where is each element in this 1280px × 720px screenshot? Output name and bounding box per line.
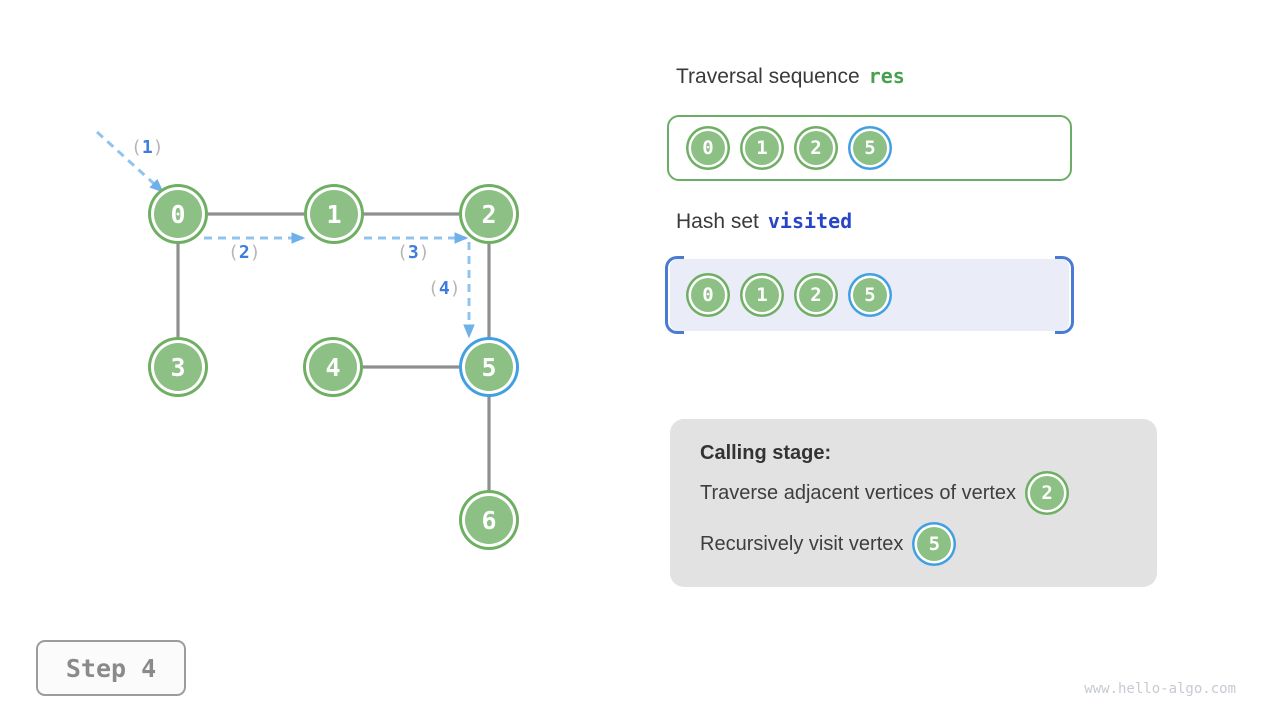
visited-panel-title: Hash set visited (676, 209, 852, 234)
vertex-circle-5: 5 (917, 527, 952, 561)
step-badge: Step 4 (36, 640, 186, 696)
calling-line-1-text: Traverse adjacent vertices of vertex (700, 481, 1017, 504)
right-bracket-icon (1055, 256, 1074, 334)
graph-node-1: 1 (310, 190, 358, 238)
calling-stage-title: Calling stage: (700, 442, 832, 464)
vertex-circle-0: 0 (691, 278, 725, 312)
left-bracket-icon (665, 256, 684, 334)
visited-title-text: Hash set (676, 210, 759, 233)
arrow-label-2: (2) (228, 242, 261, 263)
calling-line-2-text: Recursively visit vertex (700, 532, 904, 555)
arrow-label-3: (3) (397, 242, 430, 263)
graph-node-5: 5 (465, 343, 513, 391)
graph-node-0: 0 (154, 190, 202, 238)
vertex-circle-5: 5 (853, 278, 887, 312)
vertex-circle-0: 0 (691, 131, 725, 165)
graph-node-2: 2 (465, 190, 513, 238)
vertex-circle-2: 2 (799, 278, 833, 312)
visited-code-label: visited (767, 209, 853, 233)
res-code-label: res (868, 64, 905, 88)
vertex-circle-2: 2 (1030, 476, 1065, 510)
watermark: www.hello-algo.com (1084, 681, 1236, 697)
graph-node-3: 3 (154, 343, 202, 391)
arrow-label-1: (1) (131, 137, 164, 158)
vertex-circle-1: 1 (745, 131, 779, 165)
arrow-label-4: (4) (428, 278, 461, 299)
calling-line-2-vertex: 5 (917, 527, 952, 561)
calling-line-1: Traverse adjacent vertices of vertex 2 (700, 470, 1127, 516)
vertex-circle-5: 5 (853, 131, 887, 165)
res-panel-title: Traversal sequence res (676, 64, 905, 89)
calling-stage-panel: Calling stage: Traverse adjacent vertice… (670, 419, 1157, 587)
vertex-circle-2: 2 (799, 131, 833, 165)
calling-line-2: Recursively visit vertex 5 (700, 521, 1127, 567)
res-title-text: Traversal sequence (676, 65, 860, 88)
graph-node-6: 6 (465, 496, 513, 544)
graph-node-4: 4 (309, 343, 357, 391)
vertex-circle-1: 1 (745, 278, 779, 312)
calling-line-1-vertex: 2 (1030, 476, 1065, 510)
